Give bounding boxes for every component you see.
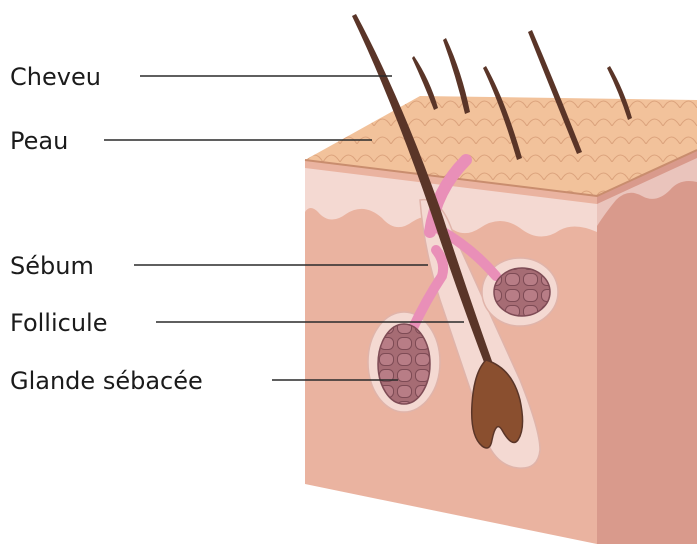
sebaceous-gland-right — [494, 268, 550, 316]
label-follicle: Follicule — [10, 309, 107, 337]
label-skin: Peau — [10, 127, 68, 155]
label-gland: Glande sébacée — [10, 367, 203, 395]
sebaceous-gland-left — [378, 324, 430, 404]
label-sebum: Sébum — [10, 252, 94, 280]
skin-side-face — [597, 150, 697, 544]
label-hair: Cheveu — [10, 63, 101, 91]
